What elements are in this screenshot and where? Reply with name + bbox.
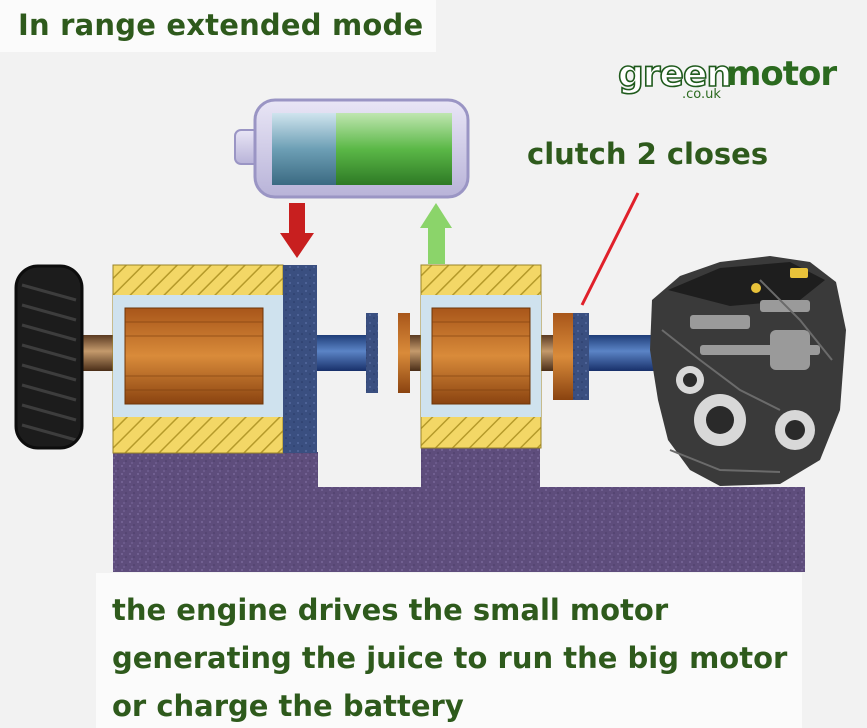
base-platform xyxy=(113,448,805,572)
battery-icon xyxy=(234,98,470,199)
logo-word-motor: motor xyxy=(726,54,837,94)
diagram-title: In range extended mode xyxy=(18,8,424,42)
big-motor xyxy=(112,264,317,454)
clutch-callout-label: clutch 2 closes xyxy=(527,137,769,171)
arrow-up-to-battery xyxy=(420,203,452,264)
small-motor xyxy=(410,264,560,449)
engine-block xyxy=(650,256,846,486)
clutch-2-closed xyxy=(553,313,659,400)
callout-pointer-line xyxy=(580,192,640,306)
caption-line-1: the engine drives the small motor xyxy=(112,593,669,627)
logo-domain: .co.uk xyxy=(682,87,721,102)
caption-panel xyxy=(96,573,802,728)
wheel-tyre xyxy=(14,264,84,450)
clutch-1-open xyxy=(317,313,410,393)
caption-line-3: or charge the battery xyxy=(112,689,464,723)
arrow-down-to-motor xyxy=(280,203,314,258)
greenmotor-logo: green motor .co.uk xyxy=(617,53,837,106)
logo-word-green: green xyxy=(617,53,733,96)
caption-line-2: generating the juice to run the big moto… xyxy=(112,641,788,675)
caption-text: the engine drives the small motor genera… xyxy=(112,586,787,728)
title-panel xyxy=(0,0,436,52)
